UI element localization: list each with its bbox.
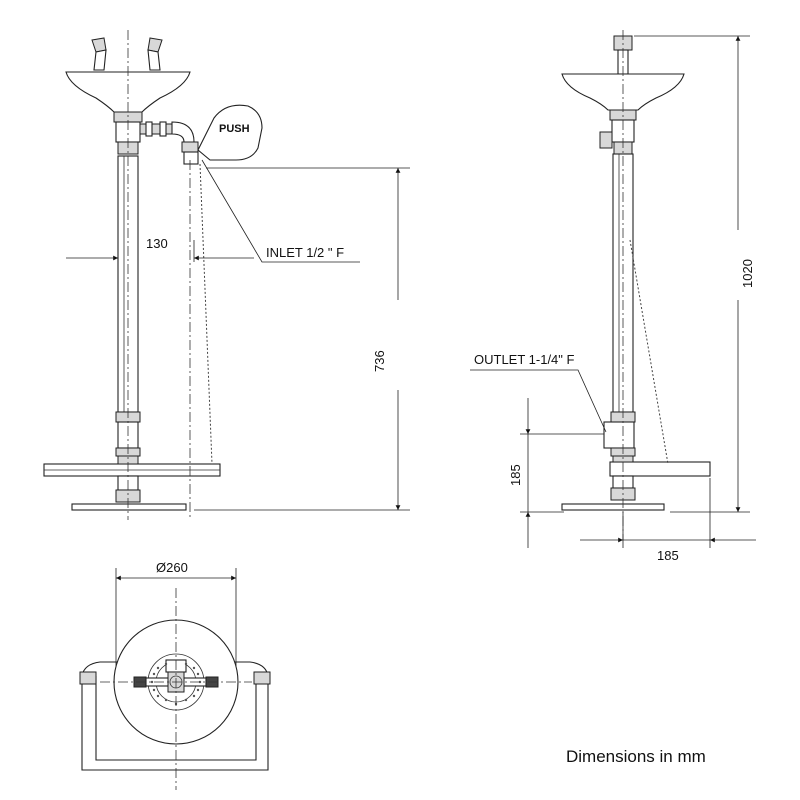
outlet-callout: OUTLET 1-1/4" F — [470, 352, 607, 433]
inlet-callout: INLET 1/2 " F — [201, 159, 360, 263]
side-dim-outlet-height-label: 185 — [508, 464, 523, 486]
front-view: PUSH 130 INLET 1/2 " F — [43, 30, 410, 520]
inlet-label: INLET 1/2 " F — [266, 245, 344, 260]
front-base-plate — [71, 503, 187, 511]
front-dim-width-label: 130 — [146, 236, 168, 251]
side-base-plate — [561, 503, 665, 511]
side-dim-depth: 185 — [580, 478, 756, 563]
front-valve-arm — [139, 121, 199, 165]
outlet-label: OUTLET 1-1/4" F — [474, 352, 575, 367]
side-dim-outlet-height: 185 — [508, 398, 604, 548]
plan-view: Ø260 — [79, 560, 271, 790]
side-dim-depth-label: 185 — [657, 548, 679, 563]
side-dim-height: 1020 — [634, 35, 755, 513]
push-label: PUSH — [219, 123, 250, 135]
plan-dim-diameter-label: Ø260 — [156, 560, 188, 575]
dimensions-note: Dimensions in mm — [566, 747, 706, 766]
front-dim-height-label: 736 — [372, 350, 387, 372]
side-dim-height-label: 1020 — [740, 259, 755, 288]
side-pull-chain — [629, 239, 669, 465]
side-foot-pedal — [609, 461, 711, 477]
plan-pedal-frame — [81, 676, 269, 771]
front-dim-width: 130 — [66, 236, 254, 262]
side-view: 1020 OUTLET 1-1/4" F 185 185 — [470, 30, 756, 563]
front-pull-chain — [199, 163, 213, 465]
front-spray-heads — [91, 37, 163, 71]
plan-drain-holes — [150, 662, 202, 706]
push-flag — [197, 104, 263, 161]
plan-dim-diameter: Ø260 — [115, 560, 237, 676]
front-dim-height: 736 — [194, 167, 410, 511]
